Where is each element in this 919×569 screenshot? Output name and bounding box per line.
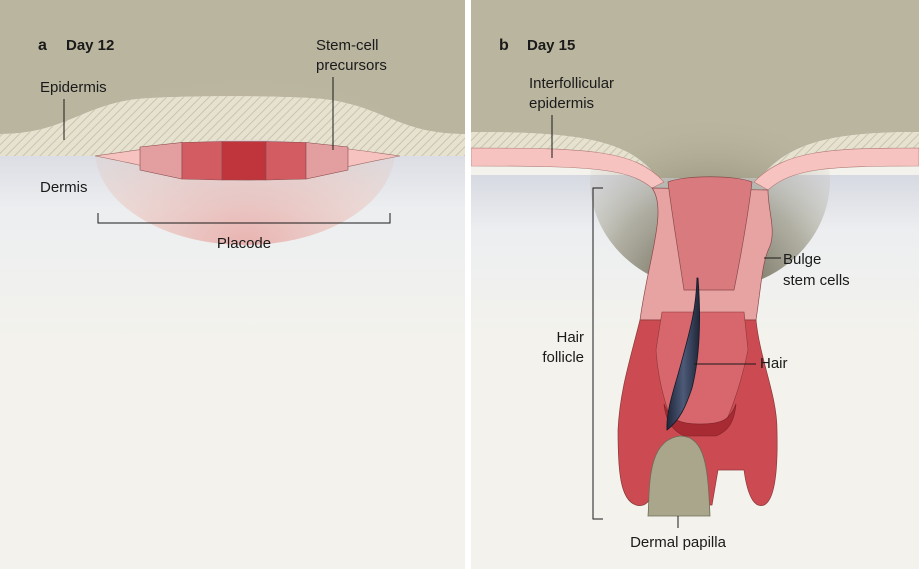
label-interfollicular-2: epidermis: [529, 95, 594, 112]
panel-a: a Day 12 Epidermis Stem-cell precursors …: [0, 0, 465, 569]
label-stem-cell-1: Stem-cell: [316, 37, 379, 54]
label-interfollicular-1: Interfollicular: [529, 75, 614, 92]
panel-a-day: Day 12: [66, 37, 114, 54]
placode-segment-center: [222, 142, 266, 181]
label-placode: Placode: [217, 235, 271, 252]
placode-segment-inner-right: [266, 142, 306, 181]
label-hair: Hair: [760, 355, 788, 372]
panel-b-day: Day 15: [527, 37, 575, 54]
label-dermal-papilla: Dermal papilla: [630, 534, 727, 551]
label-hair-follicle-2: follicle: [542, 349, 584, 366]
label-bulge-1: Bulge: [783, 251, 821, 268]
label-stem-cell-2: precursors: [316, 57, 387, 74]
panel-a-letter: a: [38, 37, 47, 54]
label-dermis: Dermis: [40, 179, 88, 196]
placode-segment-inner-left: [182, 142, 222, 181]
label-epidermis: Epidermis: [40, 79, 107, 96]
label-bulge-2: stem cells: [783, 272, 850, 289]
label-hair-follicle-1: Hair: [556, 329, 584, 346]
panel-b: b Day 15 Interfollicular epidermis Bulge…: [471, 0, 919, 569]
panel-b-letter: b: [499, 37, 509, 54]
panel-divider: [465, 0, 471, 569]
